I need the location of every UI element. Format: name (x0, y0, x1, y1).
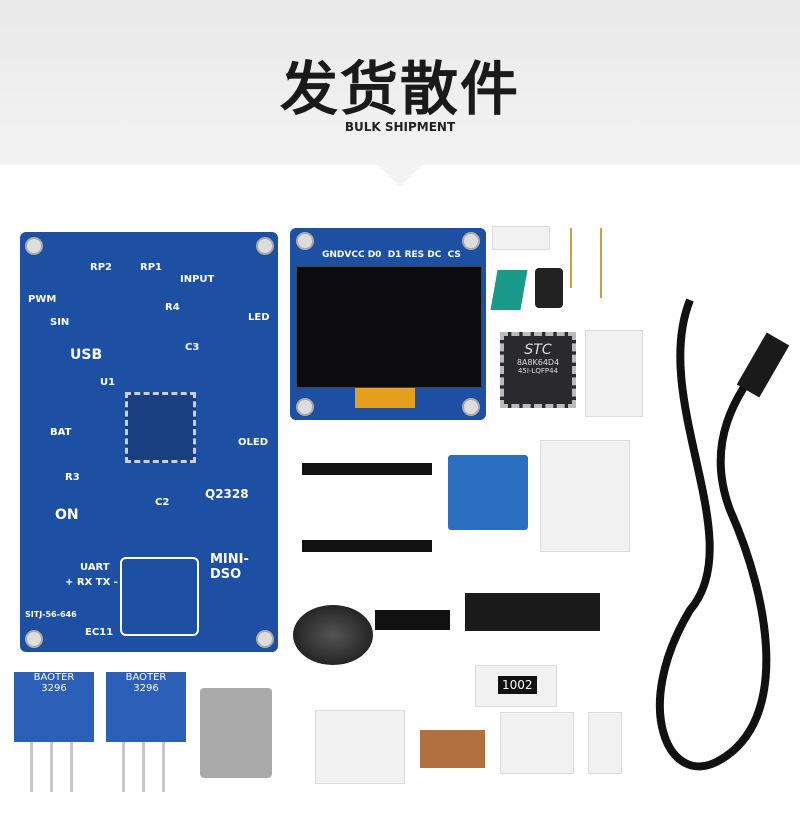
resistor-value: 1002 (498, 676, 537, 694)
trimpot-pin (70, 742, 73, 792)
pcb-label: MINI-DSO (210, 552, 249, 582)
smd-part (500, 712, 574, 774)
stc-mcu-chip: STC 8A8K64D4 45I-LQFP44 (500, 332, 576, 408)
inductor-left (570, 228, 584, 288)
pcb-label: SITJ-56-646 (25, 610, 77, 619)
pcb-label: Q2328 (205, 487, 249, 501)
mounting-hole (296, 398, 314, 416)
oled-module: GNDVCC D0 D1 RES DC CS (290, 228, 486, 420)
mounting-hole (25, 630, 43, 648)
trimpot-brand: BAOTER (125, 672, 167, 683)
oled-pin-labels: GNDVCC D0 D1 RES DC CS (322, 250, 461, 260)
knob (293, 605, 373, 665)
smd-capacitors (585, 330, 643, 417)
pcb-label: U1 (100, 377, 116, 388)
banner-pointer (378, 165, 422, 187)
flex-cable (355, 388, 415, 408)
oled-screen (296, 266, 482, 388)
mounting-hole (462, 232, 480, 250)
resistor-package: 1002 (475, 665, 557, 707)
pin-header (302, 463, 432, 475)
inductor-right (600, 228, 614, 298)
smd-diode (535, 268, 563, 308)
pcb-label: R3 (65, 472, 80, 483)
encoder-footprint (120, 557, 199, 636)
trimpot-pin (30, 742, 33, 792)
trimpot-pin (122, 742, 125, 792)
mcu-brand: STC (524, 342, 552, 358)
trimpot-pin (50, 742, 53, 792)
right-angle-header (375, 610, 450, 630)
page-subtitle: BULK SHIPMENT (344, 120, 456, 134)
slide-switch (420, 730, 485, 768)
pcb-label: RP2 (90, 262, 112, 273)
pcb-label: C2 (155, 497, 170, 508)
pcb-label: ON (55, 507, 79, 523)
pcb-label: EC11 (85, 627, 114, 638)
pcb-label: R4 (165, 302, 180, 313)
mounting-hole (462, 398, 480, 416)
pcb-label: USB (70, 347, 103, 363)
pcb-label: C3 (185, 342, 200, 353)
buzzer-package (315, 710, 405, 784)
trimpot-model: 3296 (133, 683, 159, 694)
female-header (465, 593, 600, 631)
mounting-hole (256, 630, 274, 648)
pcb-label: SIN (50, 317, 70, 328)
rotary-encoder (200, 688, 272, 778)
pcb-label: OLED (238, 437, 269, 448)
pcb-label: BAT (50, 427, 72, 438)
pcb-label: UART (80, 562, 110, 573)
screw-terminal (448, 455, 528, 530)
mcu-model: 8A8K64D4 (516, 358, 560, 367)
usb-cable (655, 298, 790, 771)
trimpot-model: 3296 (41, 683, 67, 694)
mounting-hole (256, 237, 274, 255)
pin-header (302, 540, 432, 552)
mounting-hole (296, 232, 314, 250)
mounting-hole (25, 237, 43, 255)
smd-part (492, 226, 550, 250)
page-title: 发货散件 (279, 55, 520, 123)
trimpot: BAOTER 3296 (14, 672, 94, 742)
trimpot-brand: BAOTER (33, 672, 75, 683)
pcb-label: INPUT (180, 274, 215, 285)
trimpot-pin (162, 742, 165, 792)
mcu-chip (125, 392, 196, 463)
green-led (490, 270, 528, 310)
main-pcb: PWM SIN USB BAT ON UART INPUT RP1 RP2 R4… (20, 232, 278, 652)
trimpot-pin (142, 742, 145, 792)
smd-part (588, 712, 622, 774)
pcb-label: + RX TX - (65, 577, 118, 588)
micro-usb-connector (540, 440, 630, 552)
trimpot: BAOTER 3296 (106, 672, 186, 742)
pcb-label: LED (248, 312, 270, 323)
header-banner (0, 0, 800, 165)
pcb-label: RP1 (140, 262, 162, 273)
pcb-label: PWM (28, 294, 57, 305)
mcu-package: 45I-LQFP44 (517, 367, 559, 375)
